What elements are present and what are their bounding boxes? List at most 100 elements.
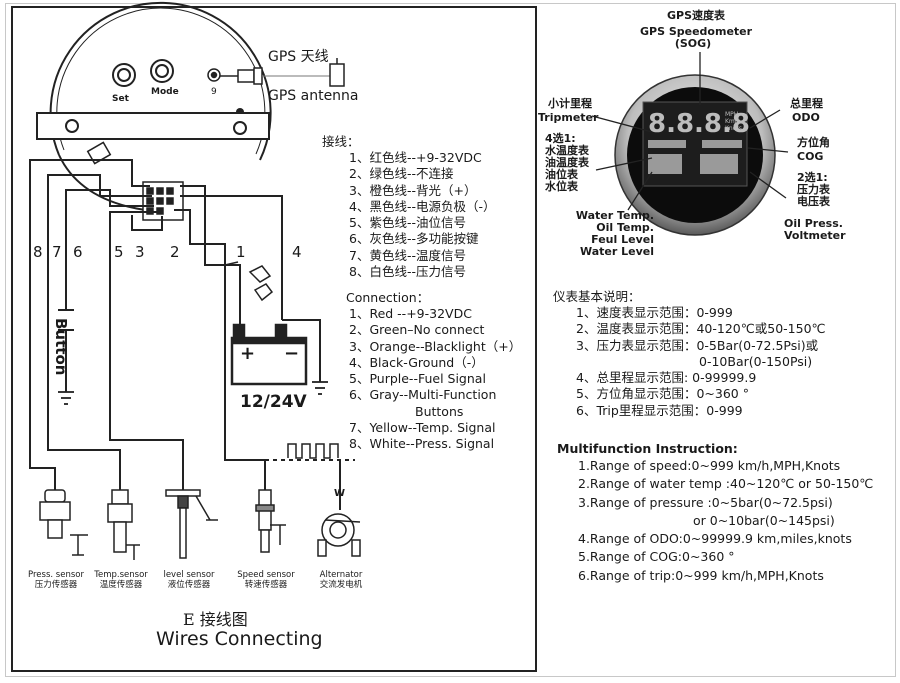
button-label: Button	[52, 318, 70, 376]
wiring-diagram	[29, 1, 361, 560]
wire-number-2: 2	[170, 243, 180, 261]
caption-en: Wires Connecting	[156, 628, 323, 650]
wiring-cn-title: 接线：	[322, 134, 360, 149]
wiring-en-item: 5、Purple--Fuel Signal	[349, 371, 486, 387]
odo-label-cn: 总里程	[790, 97, 823, 110]
multifunction-item: 4.Range of ODO:0~99999.9 km,miles,knots	[578, 531, 852, 547]
cog-label-en: COG	[797, 150, 824, 163]
gauge-back-outline	[49, 1, 272, 211]
battery-minus: −	[284, 343, 300, 364]
pulse-signal-symbol	[287, 443, 339, 459]
terminal-block	[142, 181, 184, 221]
battery-plus: +	[240, 343, 256, 364]
port-number-label: 9	[211, 87, 217, 97]
multifunction-item: 2.Range of water temp :40~120℃ or 50-150…	[578, 476, 874, 492]
ranges-cn-item: 6、Trip里程显示范围：0-999	[576, 402, 743, 418]
wiring-en-item: Buttons	[415, 403, 464, 419]
ground-symbols	[58, 381, 328, 405]
unit-mph: MPH	[725, 111, 738, 118]
gps-antenna-label-en: GPS antenna	[268, 88, 359, 104]
sog-label-cn: GPS速度表	[667, 9, 726, 22]
ranges-cn-item: 3、压力表显示范围：0-5Bar(0-72.5Psi)或	[576, 337, 819, 353]
odo-digits-bar	[702, 140, 742, 148]
wiring-en-item: 4、Black-Ground（-）	[349, 354, 484, 370]
wire-number-6: 6	[73, 243, 83, 261]
ignition-switch	[205, 261, 274, 302]
outer-frame	[5, 3, 896, 677]
wire-number-7: 7	[52, 243, 62, 261]
ranges-cn-item: 0-10Bar(0-150Psi)	[699, 353, 813, 369]
wiring-cn-item: 1、红色线--+9-32VDC	[349, 150, 482, 165]
gauge-callout-lines	[591, 52, 789, 211]
wiring-en-title: Connection：	[346, 290, 430, 305]
trip-label-cn: 小计里程	[548, 97, 592, 110]
wiring-en-item: 7、Yellow--Temp. Signal	[349, 420, 496, 436]
wiring-cn-item: 3、橙色线--背光（+）	[349, 182, 477, 198]
wiring-en-item: 2、Green–No connect	[349, 322, 485, 338]
mounting-bracket	[36, 112, 270, 140]
speed-sensor-drawing	[255, 489, 286, 553]
set-knob	[112, 63, 136, 87]
wiring-en-item: 3、Orange--Blacklight（+）	[349, 338, 522, 354]
wiring-en-item: 1、Red --+9-32VDC	[349, 306, 472, 321]
multifunction-item: 1.Range of speed:0~999 km/h,MPH,Knots	[578, 458, 841, 473]
wiring-cn-list: 1、红色线--+9-32VDC 2、绿色线--不连接 3、橙色线--背光（+） …	[349, 150, 496, 280]
multifunction-item: 6.Range of trip:0~999 km/h,MPH,Knots	[578, 567, 824, 583]
battery	[230, 323, 308, 386]
caption-cn: E 接线图	[183, 610, 248, 629]
oil-press-labels: Oil Press. Voltmeter	[784, 217, 846, 242]
ranges-cn-item: 5、方位角显示范围：0~360 °	[576, 386, 749, 402]
alternator-drawing	[317, 513, 361, 557]
mode-label: Mode	[151, 87, 179, 97]
wiring-cn-item: 6、灰色线--多功能按键	[349, 231, 479, 247]
set-label: Set	[112, 94, 129, 104]
gps-antenna-end	[329, 58, 345, 87]
wiring-cn-item: 5、紫色线--油位信号	[349, 215, 466, 231]
wiring-cn-item: 7、黄色线--温度信号	[349, 247, 466, 263]
wiring-en-list: 1、Red --+9-32VDC 2、Green–No connect 3、Or…	[349, 306, 521, 453]
multifunction-item: 3.Range of pressure :0~5bar(0~72.5psi)	[578, 494, 833, 510]
ranges-cn-title: 仪表基本说明：	[553, 289, 641, 304]
wires	[29, 159, 355, 510]
multifunction-title: Multifunction Instruction:	[557, 441, 738, 456]
speed-digits: 8.8.8.8	[648, 109, 750, 139]
ranges-cn-list: 1、速度表显示范围：0-999 2、温度表显示范围：40-120℃或50-150…	[576, 305, 826, 419]
wire-number-1: 1	[236, 243, 246, 261]
wiring-cn-item: 2、绿色线--不连接	[349, 166, 454, 182]
gps-antenna-connector	[220, 67, 263, 85]
cog-label-cn: 方位角	[797, 136, 830, 149]
battery-voltage: 12/24V	[240, 392, 307, 412]
temp-digits-bar	[648, 154, 682, 174]
mode-knob	[150, 59, 174, 83]
ranges-cn-item: 4、总里程显示范围: 0-99999.9	[576, 370, 757, 386]
wiring-en-item: 8、White--Press. Signal	[349, 436, 495, 452]
press-sensor-drawing	[39, 489, 88, 556]
wiring-cn-item: 4、黑色线--电源负极（-）	[349, 198, 496, 214]
sog-label-en: GPS Speedometer(SOG)	[640, 25, 753, 50]
level-sensor-drawing	[165, 489, 218, 559]
multifunction-item: or 0~10bar(0~145psi)	[693, 512, 835, 528]
multifunction-item: 5.Range of COG:0~360 °	[578, 549, 735, 565]
four-select-label: 4选1: 水温度表 油温度表 油位表 水位表	[545, 132, 589, 193]
press-digits-bar	[700, 154, 738, 174]
multifunction-list: 1.Range of speed:0~999 km/h,MPH,Knots 2.…	[578, 457, 873, 585]
trip-label-en: Tripmeter	[538, 111, 599, 124]
two-select-label: 2选1: 压力表 电压表	[797, 171, 830, 208]
wiring-cn-item: 8、白色线--压力信号	[349, 264, 466, 280]
trip-digits-bar	[648, 140, 686, 148]
wire-number-5: 5	[114, 243, 124, 261]
gps-port	[207, 68, 221, 82]
wire-number-4: 4	[292, 243, 302, 261]
wiring-en-item: 6、Gray--Multi-Function	[349, 387, 497, 403]
unit-kmh: Km/h	[725, 118, 741, 125]
wire-number-3: 3	[135, 243, 145, 261]
wire-number-8: 8	[33, 243, 43, 261]
water-temp-labels: Water Temp. Oil Temp. Feul Level Water L…	[575, 209, 654, 258]
odo-label-en: ODO	[792, 111, 820, 124]
gauge-face-drawing: 8.8.8.8 MPH Km/h Knots	[614, 74, 776, 236]
